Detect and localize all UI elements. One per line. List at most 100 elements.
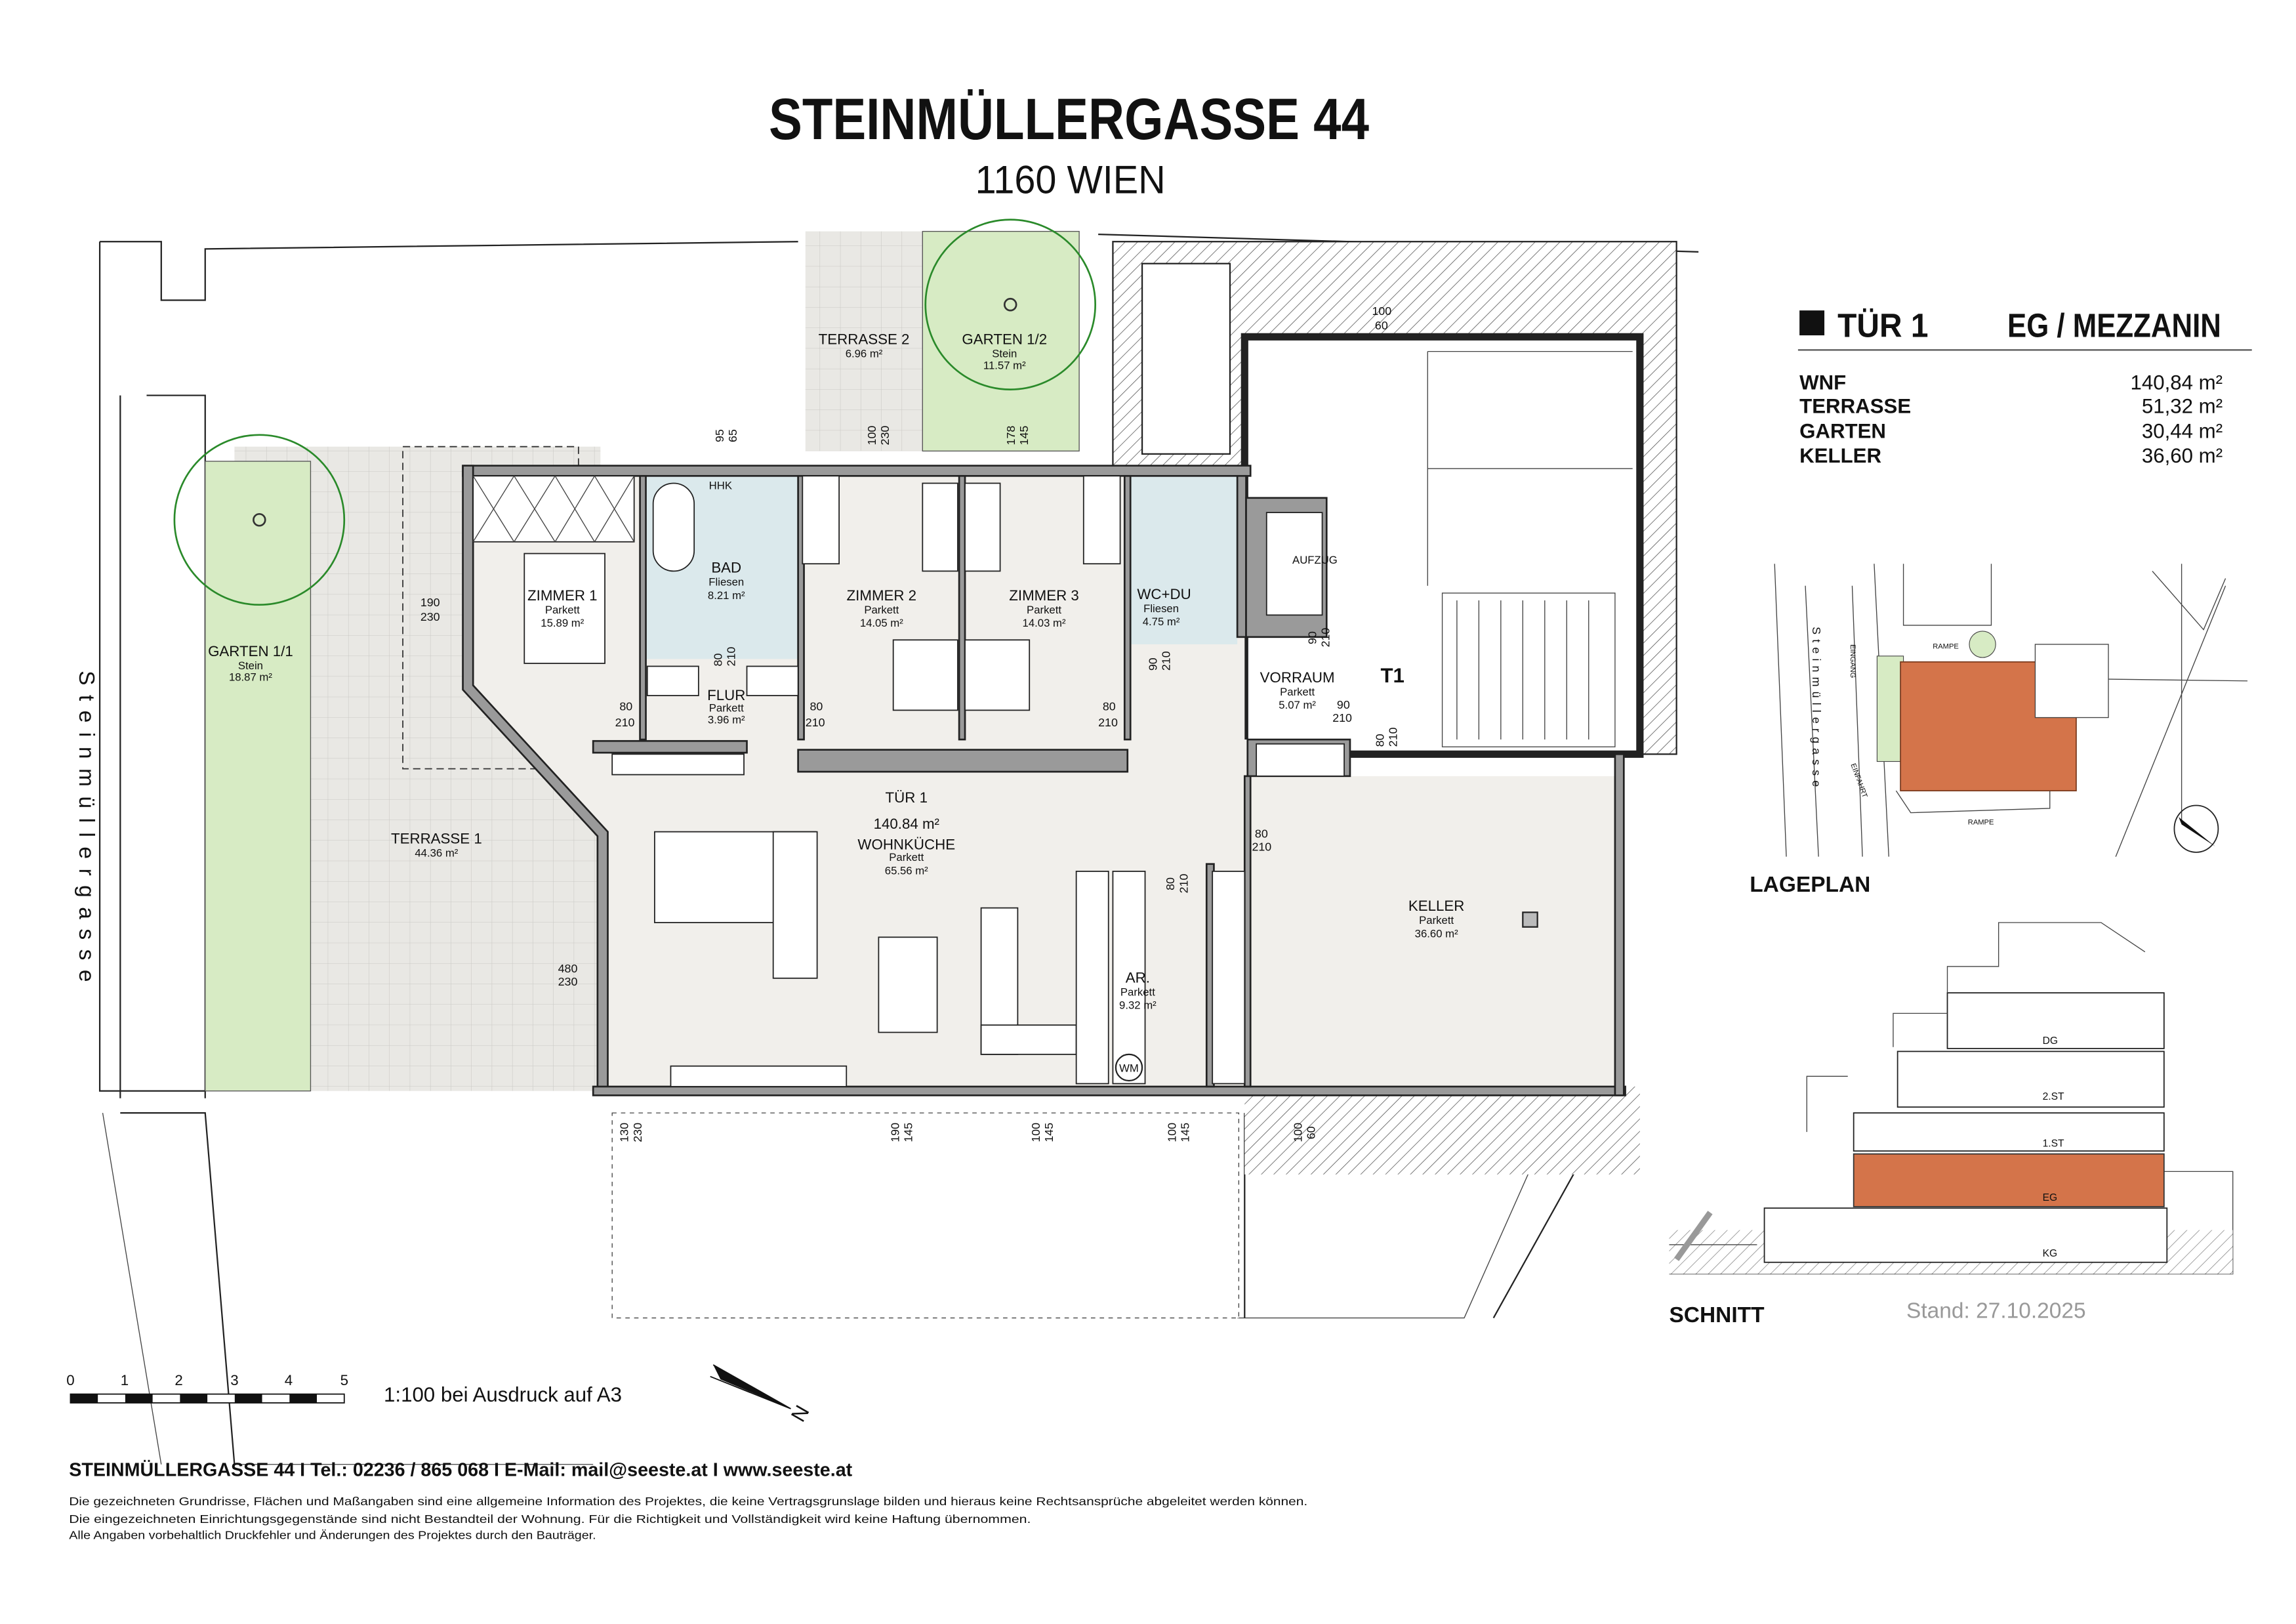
svg-text:80: 80 xyxy=(1103,699,1116,713)
lower-terrace xyxy=(611,1112,1240,1319)
hhk-label: HHK xyxy=(709,479,732,491)
area-label-terrasse: TERRASSE xyxy=(1799,394,1911,417)
svg-text:190: 190 xyxy=(420,596,440,609)
stair-label: T1 xyxy=(1380,664,1404,687)
svg-text:TÜR 1: TÜR 1 xyxy=(886,789,928,806)
svg-text:N: N xyxy=(787,1402,814,1426)
svg-text:Fliesen: Fliesen xyxy=(1143,602,1179,615)
unit-marker-icon xyxy=(1799,310,1825,336)
unit-info-panel: TÜR 1 EG / MEZZANIN WNF 140,84 m² TERRAS… xyxy=(1797,306,2252,467)
svg-text:80: 80 xyxy=(1255,827,1268,841)
svg-text:Parkett: Parkett xyxy=(1419,914,1454,927)
svg-text:Stein: Stein xyxy=(992,348,1017,360)
svg-text:1: 1 xyxy=(121,1372,129,1388)
svg-text:Parkett: Parkett xyxy=(1027,604,1061,616)
svg-text:145: 145 xyxy=(1178,1123,1191,1142)
svg-text:15.89 m²: 15.89 m² xyxy=(541,617,584,629)
svg-text:210: 210 xyxy=(725,647,738,667)
svg-text:Parkett: Parkett xyxy=(1280,686,1315,698)
section-level-dg: DG xyxy=(2043,1035,2058,1047)
svg-text:36.60 m²: 36.60 m² xyxy=(1415,927,1458,940)
svg-text:130: 130 xyxy=(618,1123,631,1142)
svg-text:WOHNKÜCHE: WOHNKÜCHE xyxy=(857,836,955,852)
svg-text:ZIMMER 1: ZIMMER 1 xyxy=(527,587,598,604)
site-street-label: Steinmüllergasse xyxy=(1810,627,1823,791)
svg-text:Parkett: Parkett xyxy=(889,851,924,864)
svg-text:210: 210 xyxy=(1332,711,1352,724)
svg-text:190: 190 xyxy=(889,1123,902,1142)
svg-text:210: 210 xyxy=(615,716,635,729)
svg-text:ZIMMER 2: ZIMMER 2 xyxy=(847,587,917,604)
highlighted-floor-eg xyxy=(1853,1153,2165,1207)
garden-1-1 xyxy=(205,461,312,1092)
svg-text:80: 80 xyxy=(1164,877,1177,890)
unit-floor: EG / MEZZANIN xyxy=(2007,306,2221,344)
scale-bar: 0 1 2 3 4 5 1:100 bei Ausdruck auf A3 xyxy=(66,1372,622,1406)
svg-text:480: 480 xyxy=(558,962,578,975)
north-arrow-icon: N xyxy=(710,1364,814,1426)
svg-text:TERRASSE 1: TERRASSE 1 xyxy=(391,830,482,846)
svg-text:TERRASSE 2: TERRASSE 2 xyxy=(819,331,910,347)
svg-text:AR.: AR. xyxy=(1126,969,1150,986)
svg-text:4.75 m²: 4.75 m² xyxy=(1143,615,1180,628)
svg-text:5.07 m²: 5.07 m² xyxy=(1279,699,1316,711)
washing-machine-icon xyxy=(1115,1053,1143,1082)
svg-text:Parkett: Parkett xyxy=(1120,986,1155,999)
room-terrasse-2: TERRASSE 26.96 m² xyxy=(819,331,910,360)
svg-text:95: 95 xyxy=(713,429,726,442)
keller-column xyxy=(1522,911,1538,928)
area-value-garten: 30,44 m² xyxy=(2142,419,2223,442)
svg-text:80: 80 xyxy=(712,654,725,667)
revision-date: Stand: 27.10.2025 xyxy=(1906,1299,2086,1323)
svg-text:100: 100 xyxy=(1291,1123,1304,1142)
svg-text:4: 4 xyxy=(285,1372,293,1388)
terrace-dashed-outline xyxy=(402,446,579,770)
svg-text:3.96 m²: 3.96 m² xyxy=(708,713,745,726)
svg-text:90: 90 xyxy=(1337,698,1350,711)
area-value-wnf: 140,84 m² xyxy=(2130,371,2223,394)
section-level-1st: 1.ST xyxy=(2043,1138,2064,1149)
svg-text:Parkett: Parkett xyxy=(545,604,580,616)
svg-text:90: 90 xyxy=(1146,657,1159,671)
svg-text:VORRAUM: VORRAUM xyxy=(1260,669,1335,686)
svg-text:210: 210 xyxy=(1386,727,1399,747)
svg-text:100: 100 xyxy=(1029,1123,1042,1142)
svg-text:14.05 m²: 14.05 m² xyxy=(860,617,903,629)
svg-text:BAD: BAD xyxy=(711,560,741,576)
svg-text:9.32 m²: 9.32 m² xyxy=(1119,999,1157,1012)
svg-text:Parkett: Parkett xyxy=(864,604,899,616)
section-level-kg: KG xyxy=(2043,1248,2058,1259)
svg-text:8.21 m²: 8.21 m² xyxy=(708,589,745,602)
svg-text:80: 80 xyxy=(619,699,632,713)
area-value-terrasse: 51,32 m² xyxy=(2142,394,2223,417)
svg-text:FLUR: FLUR xyxy=(707,687,745,703)
room-terrasse-1: TERRASSE 144.36 m² xyxy=(391,830,482,859)
svg-text:11.57 m²: 11.57 m² xyxy=(983,359,1026,371)
svg-text:14.03 m²: 14.03 m² xyxy=(1023,617,1066,629)
site-plan: Steinmüllergasse EINGANG RAMPE RAMPE EIN… xyxy=(1750,564,2248,897)
svg-text:210: 210 xyxy=(806,716,825,729)
washing-machine-label: WM xyxy=(1119,1062,1139,1075)
svg-text:210: 210 xyxy=(1159,651,1172,671)
svg-text:100: 100 xyxy=(1372,304,1391,318)
svg-text:44.36 m²: 44.36 m² xyxy=(415,847,458,860)
svg-text:145: 145 xyxy=(902,1123,915,1142)
svg-text:65.56 m²: 65.56 m² xyxy=(885,864,928,877)
entrance-label: EINGANG xyxy=(1849,644,1856,678)
svg-text:Fliesen: Fliesen xyxy=(708,576,744,589)
svg-text:230: 230 xyxy=(420,610,440,623)
footer-contact: STEINMÜLLERGASSE 44 I Tel.: 02236 / 865 … xyxy=(69,1459,852,1481)
svg-text:90: 90 xyxy=(1306,631,1319,644)
svg-text:100: 100 xyxy=(1165,1123,1178,1142)
area-value-keller: 36,60 m² xyxy=(2142,444,2223,467)
svg-text:GARTEN 1/2: GARTEN 1/2 xyxy=(962,331,1047,347)
svg-text:100: 100 xyxy=(865,426,878,446)
svg-text:230: 230 xyxy=(631,1123,644,1142)
